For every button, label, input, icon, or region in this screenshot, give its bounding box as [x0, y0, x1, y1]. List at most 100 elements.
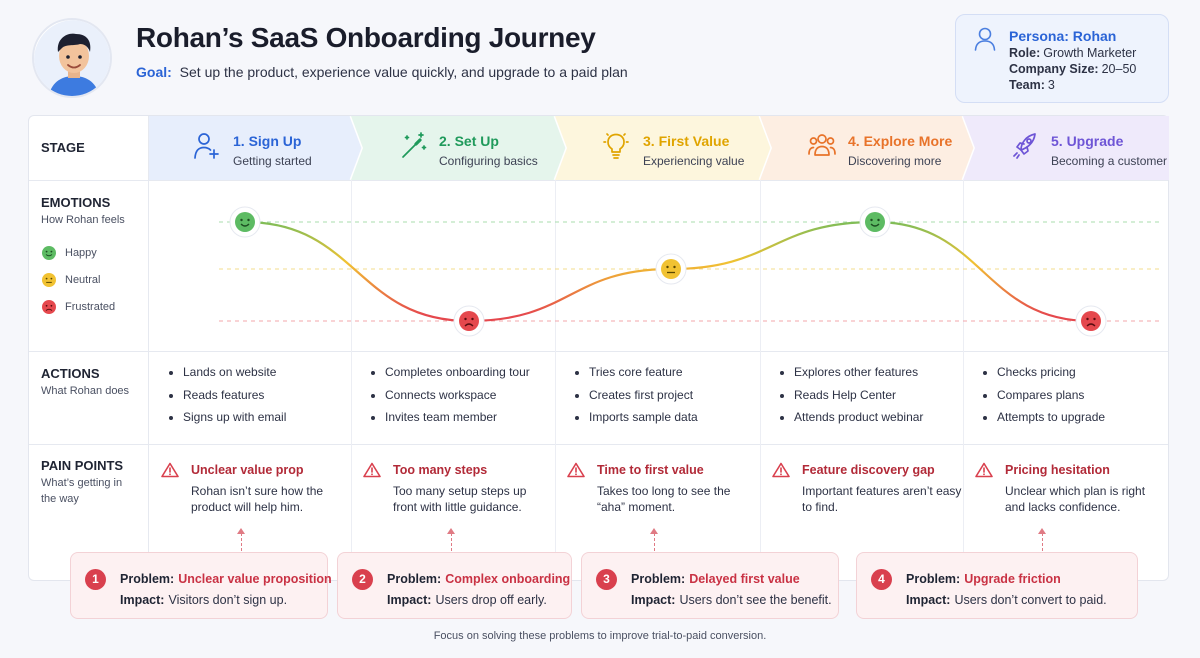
- stage-chevron-2: [351, 116, 567, 180]
- stage-3[interactable]: 3. First Value Experiencing value: [603, 116, 760, 180]
- footer-note: Focus on solving these problems to impro…: [433, 630, 767, 642]
- action-item: Completes onboarding tour: [371, 361, 530, 384]
- problem-connector: [654, 533, 655, 551]
- column-divider: [963, 180, 964, 554]
- problem-impact: Impact:Visitors don’t sign up.: [120, 593, 288, 607]
- action-item: Connects workspace: [371, 384, 530, 407]
- pain-point-title: Too many steps: [393, 463, 488, 477]
- stage-1[interactable]: 1. Sign Up Getting started: [193, 116, 351, 180]
- warning-icon: [161, 462, 179, 478]
- stage-chevron-4: [760, 116, 975, 180]
- emotion-point-happy: [229, 206, 261, 238]
- persona-company-size: Company Size:20–50: [1009, 62, 1137, 76]
- page-title: Rohan’s SaaS Onboarding Journey: [136, 22, 596, 53]
- pain-point-description: Takes too long to see the “aha” moment.: [597, 484, 731, 514]
- stage-4[interactable]: 4. Explore More Discovering more: [808, 116, 963, 180]
- users-icon: [808, 131, 836, 161]
- column-divider: [760, 180, 761, 554]
- action-item: Creates first project: [575, 384, 698, 407]
- action-item: Checks pricing: [983, 361, 1105, 384]
- persona-title: Persona: Rohan: [1009, 28, 1117, 44]
- problem-number-badge: 1: [85, 569, 106, 590]
- persona-card: Persona: Rohan Role:Growth Marketer Comp…: [955, 14, 1169, 103]
- row-divider: [29, 444, 1168, 445]
- pain-point-title: Feature discovery gap: [802, 463, 935, 477]
- action-item: Tries core feature: [575, 361, 698, 384]
- warning-icon: [567, 462, 585, 478]
- legend-happy: Happy: [41, 245, 97, 261]
- pain-point-title: Pricing hesitation: [1005, 463, 1110, 477]
- emotions-row-label: EMOTIONS: [41, 195, 111, 210]
- stage-chevron-5: [963, 116, 1169, 180]
- stage-2-pain-point: Too many steps Too many setup steps up f…: [363, 462, 553, 522]
- connector-arrowhead: [650, 528, 658, 534]
- emotions-row-sub: How Rohan feels: [41, 214, 125, 226]
- problem-card-1: 1 Problem:Unclear value proposition Impa…: [70, 552, 332, 619]
- action-item: Explores other features: [780, 361, 923, 384]
- pain-point-description: Unclear which plan is right and lacks co…: [1005, 484, 1146, 514]
- pain-point-description: Rohan isn’t sure how the product will he…: [191, 484, 324, 514]
- rocket-icon: [1011, 131, 1039, 161]
- problem-number-badge: 4: [871, 569, 892, 590]
- actions-row-label: ACTIONS: [41, 366, 100, 381]
- action-item: Attempts to upgrade: [983, 406, 1105, 429]
- stage-3-pain-point: Time to first value Takes too long to se…: [567, 462, 757, 522]
- pain-points-row-label: PAIN POINTS: [41, 458, 124, 473]
- action-item: Attends product webinar: [780, 406, 923, 429]
- connector-arrowhead: [237, 528, 245, 534]
- problem-impact: Impact:Users don’t convert to paid.: [906, 593, 1107, 607]
- stage-name: 2. Set Up: [439, 133, 499, 149]
- emotion-curve-chart: [219, 206, 1161, 337]
- action-item: Compares plans: [983, 384, 1105, 407]
- journey-goal: Goal: Set up the product, experience val…: [136, 64, 628, 80]
- stage-subtitle: Getting started: [233, 154, 312, 168]
- lightbulb-icon: [603, 131, 631, 161]
- user-plus-icon: [193, 131, 221, 161]
- action-item: Imports sample data: [575, 406, 698, 429]
- stage-name: 4. Explore More: [848, 133, 953, 149]
- stage-5[interactable]: 5. Upgrade Becoming a customer: [1011, 116, 1169, 180]
- stage-chevron-1: [149, 116, 363, 180]
- persona-role: Role:Growth Marketer: [1009, 46, 1137, 60]
- problem-connector: [241, 533, 242, 551]
- persona-team: Team:3: [1009, 78, 1055, 92]
- warning-icon: [975, 462, 993, 478]
- connector-arrowhead: [1038, 528, 1046, 534]
- stage-name: 1. Sign Up: [233, 133, 302, 149]
- frustrated-face-icon: [42, 300, 56, 314]
- stage-subtitle: Experiencing value: [643, 154, 745, 168]
- stage-chevrons: [149, 116, 1169, 180]
- stage-subtitle: Becoming a customer: [1051, 154, 1168, 168]
- emotion-point-frustrated: [453, 305, 485, 337]
- action-item: Reads Help Center: [780, 384, 923, 407]
- avatar-illustration: [34, 20, 110, 96]
- problem-card-2: 2 Problem:Complex onboarding Impact:User…: [337, 552, 572, 619]
- journey-map-grid: STAGE EMOTIONS How Rohan feels Happy Neu…: [28, 115, 1169, 581]
- emotion-point-happy: [859, 206, 891, 238]
- action-item: Reads features: [169, 384, 286, 407]
- column-divider: [351, 180, 352, 554]
- row-labels-column: [29, 116, 149, 580]
- action-item: Lands on website: [169, 361, 286, 384]
- persona-avatar: [32, 18, 112, 98]
- problem-number-badge: 2: [352, 569, 373, 590]
- stage-subtitle: Discovering more: [848, 154, 942, 168]
- legend-neutral: Neutral: [41, 272, 100, 288]
- problem-impact: Impact:Users drop off early.: [387, 593, 547, 607]
- stage-1-pain-point: Unclear value prop Rohan isn’t sure how …: [161, 462, 351, 522]
- goal-text: Set up the product, experience value qui…: [179, 64, 628, 80]
- problem-statement: Problem:Complex onboarding: [387, 572, 571, 586]
- problem-impact: Impact:Users don’t see the benefit.: [631, 593, 832, 607]
- warning-icon: [772, 462, 790, 478]
- stage-name: 3. First Value: [643, 133, 730, 149]
- action-item: Invites team member: [371, 406, 530, 429]
- pain-point-title: Time to first value: [597, 463, 704, 477]
- column-divider: [555, 180, 556, 554]
- pain-point-description: Too many setup steps up front with littl…: [393, 484, 527, 514]
- stage-2[interactable]: 2. Set Up Configuring basics: [399, 116, 555, 180]
